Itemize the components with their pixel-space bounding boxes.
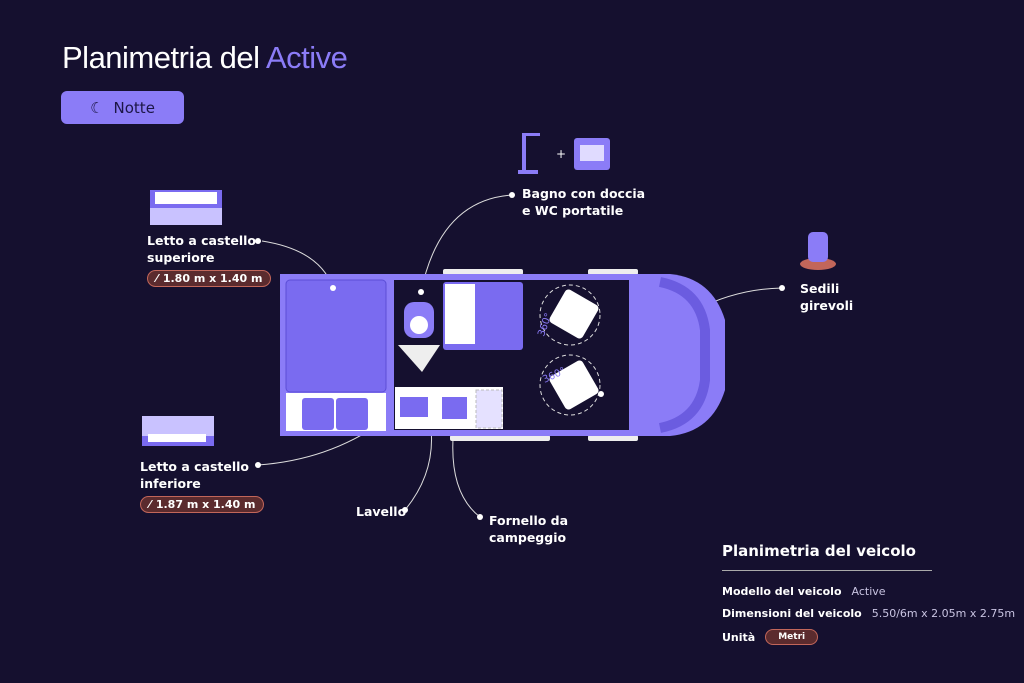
moon-icon: ☾ <box>90 98 104 117</box>
swivel-seat-icon <box>800 232 836 270</box>
svg-text:+: + <box>556 147 566 161</box>
lower-bunk-icon <box>142 416 214 446</box>
leader-bathroom <box>420 194 513 293</box>
ruler-icon: ⁄ <box>149 498 151 511</box>
shower-icon <box>518 133 540 174</box>
unit-toggle[interactable]: Metri <box>765 629 819 645</box>
toilet-icon <box>574 138 610 170</box>
callout-sink: Lavello <box>356 504 407 519</box>
ruler-icon: ⁄ <box>156 272 158 285</box>
vehicle-info-panel: Planimetria del veicolo Modello del veic… <box>722 542 1016 645</box>
night-mode-button[interactable]: ☾Notte <box>61 91 184 124</box>
van-body: 360° 360° <box>280 269 725 441</box>
page-title: Planimetria del Active <box>62 40 348 75</box>
upper-bunk-icon <box>150 190 222 225</box>
